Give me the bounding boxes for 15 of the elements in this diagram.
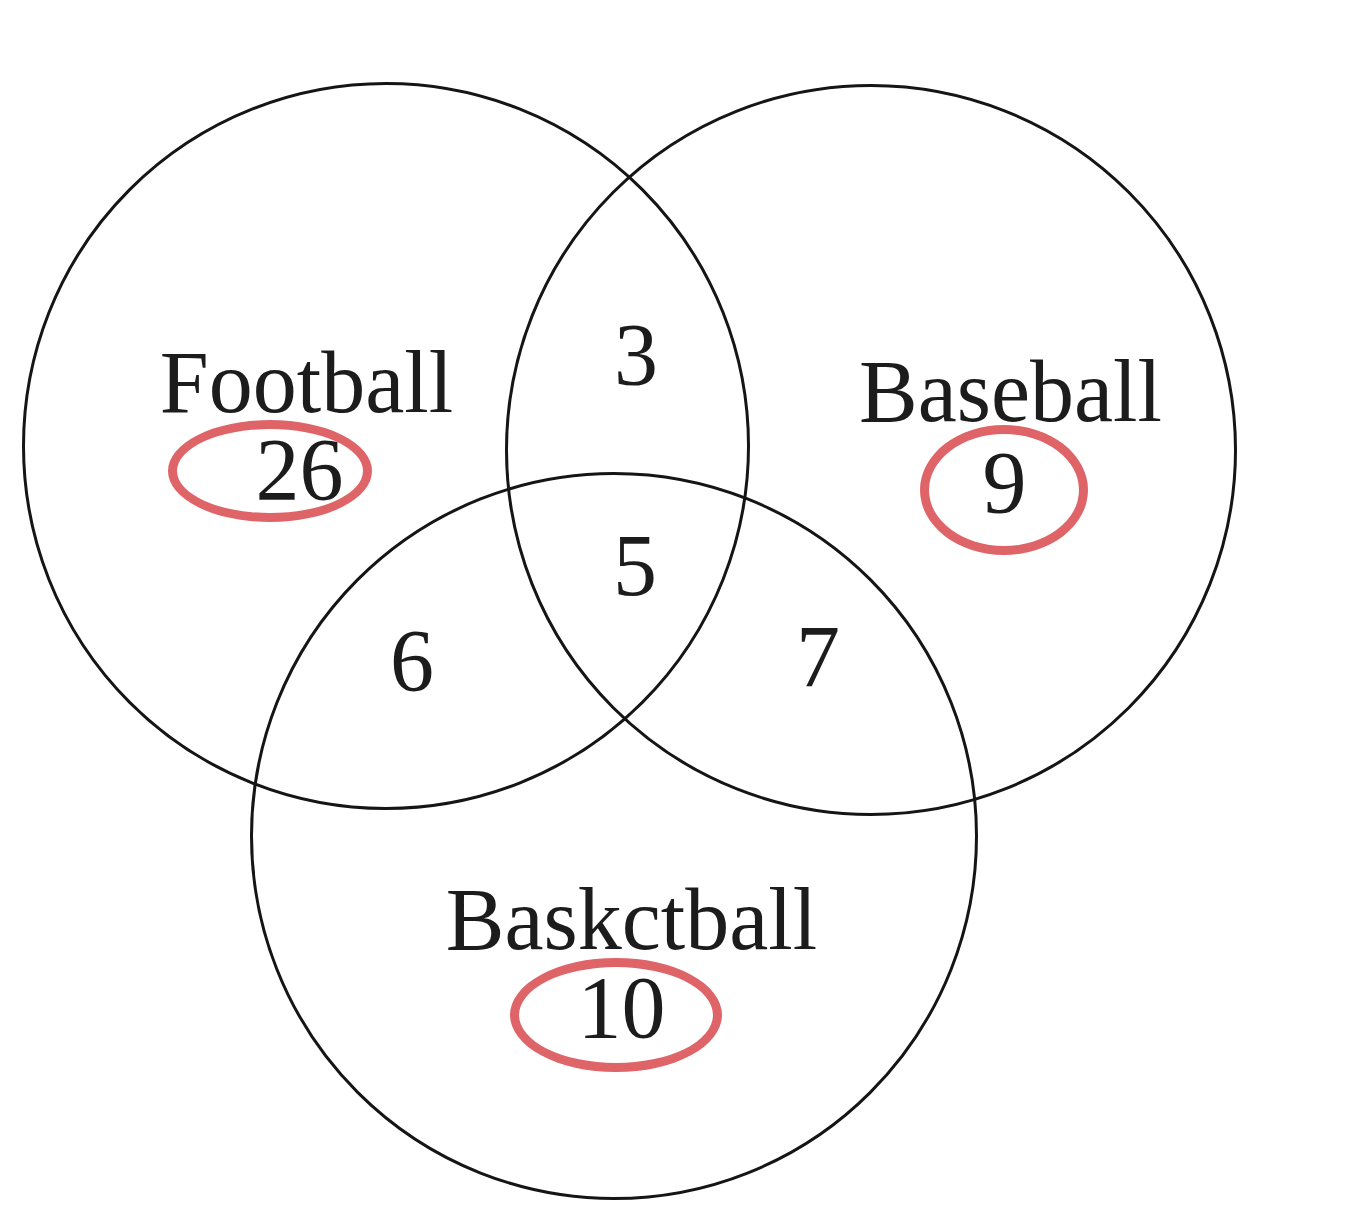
- count-label: 5: [613, 522, 657, 610]
- venn-circle: [505, 84, 1237, 816]
- count-label: 6: [390, 617, 434, 705]
- count-label: 7: [796, 613, 840, 701]
- set-label: Baseball: [859, 347, 1162, 436]
- set-label: Football: [159, 338, 454, 427]
- venn-circle: [22, 82, 750, 810]
- highlight-oval: [919, 424, 1088, 555]
- count-label: 3: [614, 311, 658, 399]
- count-label: 26: [255, 425, 344, 514]
- count-label: 9: [982, 438, 1027, 527]
- count-label: 10: [577, 963, 666, 1052]
- highlight-oval: [509, 957, 722, 1072]
- set-label: Baskctball: [445, 875, 818, 964]
- highlight-oval: [167, 419, 372, 522]
